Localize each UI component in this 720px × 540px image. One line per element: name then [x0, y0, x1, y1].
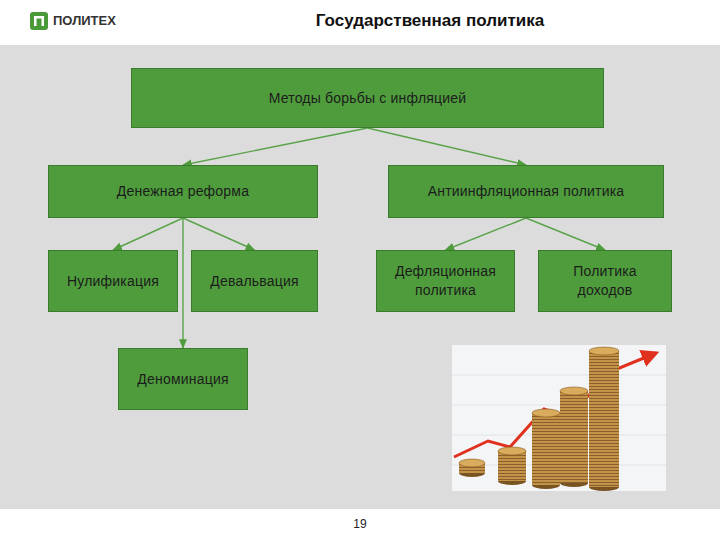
connector-arrow — [526, 218, 605, 250]
box-label: Политика доходов — [546, 262, 664, 300]
box-label: Деноминация — [137, 370, 228, 389]
illustration-ground — [452, 345, 666, 491]
connector-arrow — [446, 218, 527, 250]
coin-stack — [498, 447, 526, 485]
logo-bar — [42, 16, 45, 26]
coins-illustration — [452, 345, 666, 491]
process-box: Нулификация — [48, 250, 178, 312]
slide-title: Государственная политика — [270, 11, 590, 31]
coin-stack — [589, 347, 619, 491]
process-box: Антиинфляционная политика — [388, 165, 664, 218]
process-box: Деноминация — [118, 348, 248, 410]
box-label: Методы борьбы с инфляцией — [269, 89, 467, 108]
page-number: 19 — [330, 517, 390, 531]
coin-stack — [560, 387, 588, 487]
connector-arrow — [183, 218, 255, 250]
process-box: Дефляционная политика — [376, 250, 515, 312]
box-label: Девальвация — [210, 272, 298, 291]
connector-arrow — [182, 218, 183, 348]
logo-ground — [30, 12, 48, 30]
logo-bar — [34, 16, 37, 26]
coin-stack — [459, 459, 485, 477]
process-box: Методы борьбы с инфляцией — [131, 68, 604, 128]
connector-arrow — [368, 128, 527, 165]
process-box: Девальвация — [191, 250, 318, 312]
box-label: Нулификация — [67, 272, 159, 291]
logo-icon — [30, 12, 48, 30]
box-label: Дефляционная политика — [384, 262, 507, 300]
process-box: Политика доходов — [538, 250, 672, 312]
logo-text: ПОЛИТЕХ — [53, 13, 143, 28]
connector-arrow — [183, 128, 368, 165]
coin-stack — [532, 409, 560, 489]
connector-arrow — [113, 218, 183, 250]
process-box: Денежная реформа — [48, 165, 318, 218]
box-label: Антиинфляционная политика — [428, 182, 625, 201]
box-label: Денежная реформа — [117, 182, 249, 201]
